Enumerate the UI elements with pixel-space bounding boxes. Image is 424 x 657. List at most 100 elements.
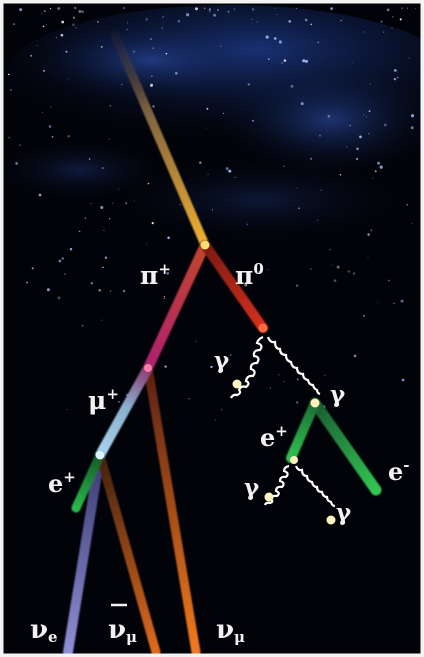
star [90,282,94,285]
star [151,222,154,225]
star [386,8,390,12]
label-nu-mu-symbol: ν [216,615,234,645]
star [300,102,304,106]
star [347,270,351,273]
star [377,301,379,303]
star [256,21,258,23]
star [61,257,64,260]
star [410,114,415,118]
star [234,176,236,179]
star [310,157,313,160]
star [269,387,272,389]
star [356,147,359,151]
star [317,219,319,221]
star [122,289,126,293]
star [206,107,209,110]
star [206,128,208,130]
star [167,236,170,240]
pi-plus-track [143,240,210,373]
star [125,202,128,205]
star [359,135,362,139]
star [225,167,229,171]
star [13,23,15,25]
label-nu-mu-sub: μ [234,628,245,646]
star [41,13,43,15]
star [220,45,222,47]
star [126,28,128,31]
star [327,115,331,118]
label-pi-plus: π+ [140,260,171,290]
star [356,157,359,161]
star [122,7,125,9]
star [296,378,299,381]
star [100,45,103,48]
star [36,45,38,47]
star [265,35,269,39]
star [84,217,87,219]
star [109,290,112,292]
label-nu-mu-bar-symbol: ν [108,615,126,645]
photon-line-3 [263,464,290,506]
star [380,20,383,23]
star [31,267,34,270]
star [9,88,12,91]
star [274,7,276,9]
label-e-plus-1: e+ [48,468,76,498]
star [132,50,136,53]
star [340,19,342,22]
label-nu-mu: νμ [216,615,245,646]
star [411,222,413,224]
star [151,75,153,77]
star [351,62,353,63]
label-e-plus-2: e+ [260,422,288,452]
star [401,7,403,10]
star [121,83,123,86]
star [252,119,254,122]
star [318,134,322,137]
star [324,374,326,376]
star [8,136,11,139]
star [247,83,250,86]
star [393,77,397,81]
star [298,207,300,209]
star [410,126,414,130]
muon-track [95,363,153,460]
star [8,73,10,76]
star [310,268,312,270]
star [391,27,393,30]
star [90,203,92,205]
label-nu-e: νe [30,615,58,646]
star [276,14,278,16]
label-gamma-4: γ [336,499,352,526]
star [149,83,154,87]
star [320,189,322,191]
star [283,380,285,383]
star [15,162,18,165]
star [58,259,62,263]
star [102,167,104,169]
vertices [95,240,336,525]
photon-line-4 [294,465,336,508]
electron-track [309,397,382,496]
star [369,83,372,86]
star [57,296,61,300]
star [78,230,81,233]
star [372,177,374,179]
star [408,57,410,59]
star [97,21,99,23]
label-pi-zero: π0 [235,260,264,290]
vertex-gamma-end-1 [232,379,242,389]
star [290,84,294,88]
star [251,19,253,20]
star [199,161,202,164]
star [246,223,249,226]
tracks [63,30,382,657]
star [244,283,248,287]
star [247,281,250,284]
star [147,182,150,185]
star [208,10,211,13]
star [108,218,111,220]
star [329,248,332,251]
star [295,284,299,287]
star [104,256,108,259]
